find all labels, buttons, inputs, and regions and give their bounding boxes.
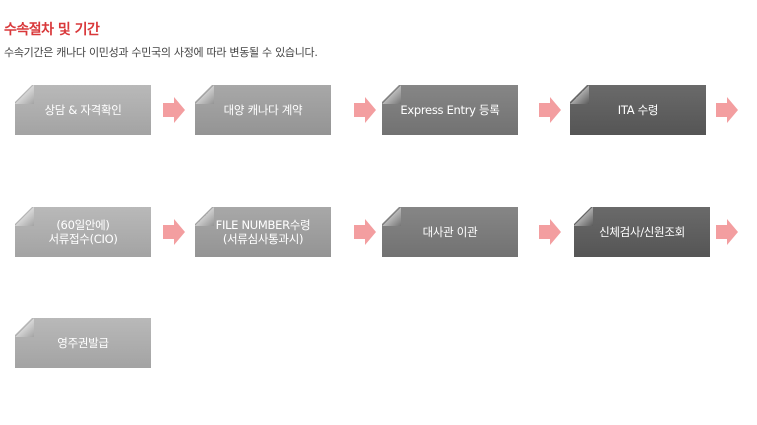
step-label: 대사관 이관 [422, 225, 478, 239]
right-arrow-icon [716, 219, 738, 245]
right-arrow-icon [354, 219, 376, 245]
right-arrow-icon [354, 97, 376, 123]
step-consultation: 상담 & 자격확인 [15, 85, 151, 135]
page-title: 수속절차 및 기간 [4, 22, 100, 38]
step-medical-background: 신체검사/신원조회 [574, 207, 710, 257]
step-label: 대양 캐나다 계약 [223, 103, 303, 117]
step-label: (60일안에)서류접수(CIO) [48, 218, 118, 246]
step-label: 상담 & 자격확인 [44, 103, 122, 117]
right-arrow-icon [539, 97, 561, 123]
step-label: ITA 수령 [617, 103, 659, 117]
right-arrow-icon [163, 97, 185, 123]
step-express-entry: Express Entry 등록 [382, 85, 518, 135]
step-document-submission: (60일안에)서류접수(CIO) [15, 207, 151, 257]
right-arrow-icon [716, 97, 738, 123]
step-embassy-transfer: 대사관 이관 [382, 207, 518, 257]
step-label: 신체검사/신원조회 [599, 225, 685, 239]
step-label: FILE NUMBER수령(서류심사통과시) [215, 218, 311, 246]
step-label: 영주권발급 [57, 336, 109, 350]
step-ita: ITA 수령 [570, 85, 706, 135]
right-arrow-icon [163, 219, 185, 245]
page-subtitle: 수속기간은 캐나다 이민성과 수민국의 사정에 따라 변동될 수 있습니다. [4, 46, 318, 59]
step-pr-issuance: 영주권발급 [15, 318, 151, 368]
right-arrow-icon [539, 219, 561, 245]
step-file-number: FILE NUMBER수령(서류심사통과시) [195, 207, 331, 257]
step-label: Express Entry 등록 [400, 103, 500, 117]
step-contract: 대양 캐나다 계약 [195, 85, 331, 135]
